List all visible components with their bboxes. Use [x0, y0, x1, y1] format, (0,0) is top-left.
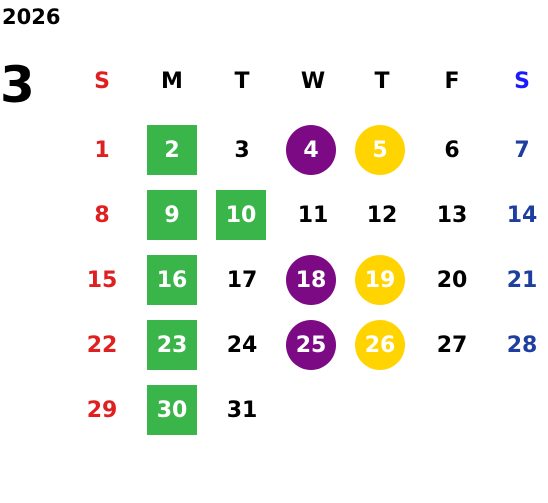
day-cell[interactable]: 8: [94, 202, 110, 228]
day-cell-highlighted[interactable]: 4: [286, 125, 336, 175]
day-cell[interactable]: 21: [506, 267, 538, 293]
day-cell[interactable]: 17: [226, 267, 258, 293]
day-cell-highlighted[interactable]: 9: [147, 190, 197, 240]
weekday-fri: F: [444, 68, 460, 94]
day-cell[interactable]: 31: [226, 397, 258, 423]
day-cell[interactable]: 15: [86, 267, 118, 293]
day-cell-highlighted[interactable]: 2: [147, 125, 197, 175]
day-cell[interactable]: 3: [234, 137, 250, 163]
day-cell[interactable]: 24: [226, 332, 258, 358]
day-cell-highlighted[interactable]: 26: [355, 320, 405, 370]
day-cell[interactable]: 28: [506, 332, 538, 358]
day-cell-highlighted[interactable]: 18: [286, 255, 336, 305]
weekday-tue: T: [234, 68, 250, 94]
day-cell-highlighted[interactable]: 30: [147, 385, 197, 435]
day-cell[interactable]: 20: [436, 267, 468, 293]
month-number: 3: [0, 56, 35, 114]
weekday-sun: S: [94, 68, 110, 94]
weekday-sat: S: [514, 68, 530, 94]
weekday-mon: M: [161, 68, 183, 94]
day-cell[interactable]: 7: [514, 137, 530, 163]
day-cell[interactable]: 1: [94, 137, 110, 163]
day-cell[interactable]: 12: [366, 202, 398, 228]
year-label: 2026: [2, 5, 61, 29]
weekday-thu: T: [374, 68, 390, 94]
day-cell-highlighted[interactable]: 23: [147, 320, 197, 370]
day-cell[interactable]: 29: [86, 397, 118, 423]
day-cell-highlighted[interactable]: 10: [216, 190, 266, 240]
day-cell[interactable]: 13: [436, 202, 468, 228]
day-cell[interactable]: 22: [86, 332, 118, 358]
day-cell-highlighted[interactable]: 25: [286, 320, 336, 370]
day-cell-highlighted[interactable]: 19: [355, 255, 405, 305]
day-cell[interactable]: 14: [506, 202, 538, 228]
day-cell-highlighted[interactable]: 16: [147, 255, 197, 305]
day-cell-highlighted[interactable]: 5: [355, 125, 405, 175]
day-cell[interactable]: 11: [297, 202, 329, 228]
weekday-wed: W: [300, 68, 326, 94]
day-cell[interactable]: 6: [444, 137, 460, 163]
day-cell[interactable]: 27: [436, 332, 468, 358]
